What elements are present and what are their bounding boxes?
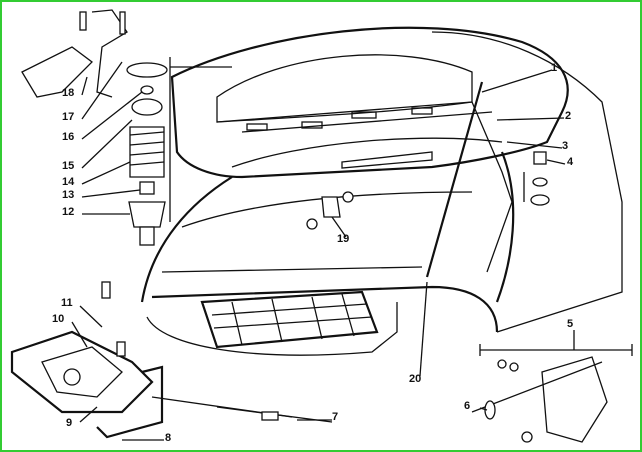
callout-8: 8	[165, 432, 172, 444]
hood-latch	[471, 344, 633, 443]
hood-prop-rod	[425, 81, 484, 278]
hinge-parts	[21, 9, 232, 246]
callout-12: 12	[62, 206, 75, 218]
callout-2: 2	[565, 110, 572, 122]
callout-1: 1	[551, 62, 558, 74]
callout-3: 3	[562, 140, 569, 152]
callout-10: 10	[52, 313, 65, 325]
callout-13: 13	[62, 189, 75, 201]
callout-16: 16	[62, 131, 75, 143]
callout-9: 9	[66, 417, 73, 429]
callout-20: 20	[409, 373, 422, 385]
callout-4: 4	[567, 156, 574, 168]
callout-5: 5	[567, 318, 574, 330]
hood-lock	[10, 281, 293, 439]
callout-14: 14	[62, 176, 75, 188]
callout-17: 17	[62, 111, 75, 123]
hood-edge-line	[231, 137, 503, 168]
callout-18: 18	[62, 87, 75, 99]
callout-11: 11	[61, 297, 73, 309]
leader-lines	[71, 61, 575, 441]
callout-7: 7	[332, 411, 339, 423]
hood-outline	[170, 26, 569, 179]
grille	[146, 290, 398, 356]
car-body	[140, 151, 515, 333]
hood-window	[216, 54, 473, 123]
callout-15: 15	[62, 160, 75, 172]
callout-19: 19	[337, 233, 350, 245]
callout-6: 6	[464, 400, 471, 412]
